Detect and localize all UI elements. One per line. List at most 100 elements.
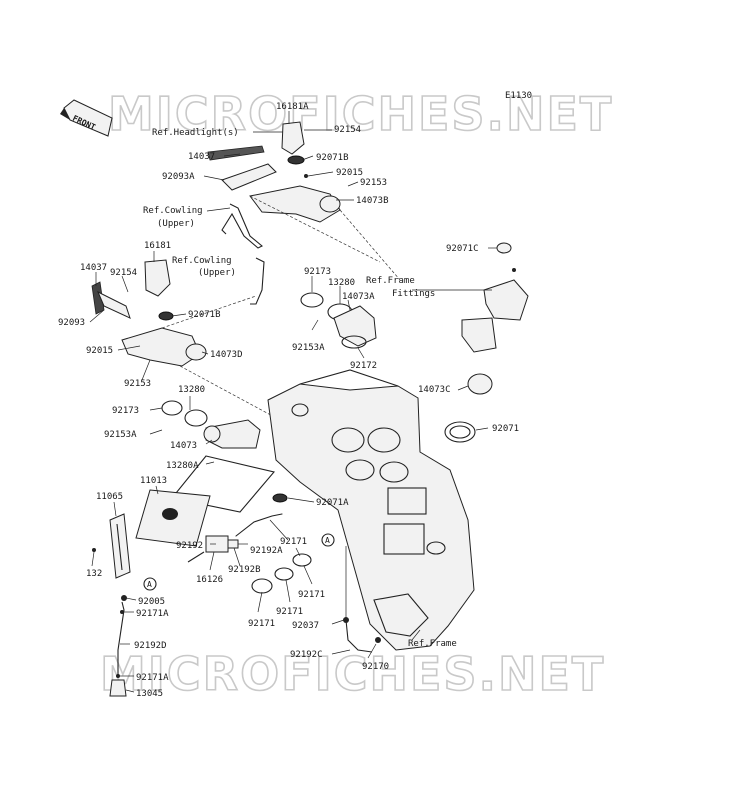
clamp-92171-c — [292, 553, 312, 567]
hoses-clamps — [109, 493, 381, 697]
part-92192A-shape — [235, 513, 283, 537]
part-label: 92171 — [280, 537, 307, 547]
part-label: 16181 — [144, 241, 171, 251]
part-13280-b-shape — [184, 409, 208, 427]
part-11065-shape — [109, 513, 131, 579]
part-label: 14073 — [170, 441, 197, 451]
part-label: 92192C — [290, 650, 323, 660]
part-label: 92171A — [136, 673, 169, 683]
ref-headlight-label: Ref.Headlight(s) — [152, 128, 239, 138]
part-14073D-shape — [121, 327, 201, 367]
part-16181A-shape — [281, 121, 305, 155]
diagram-code: E1130 — [505, 91, 532, 101]
front-arrow-icon: FRONT — [60, 99, 113, 137]
part-label: 92153 — [124, 379, 151, 389]
part-label: 92093A — [162, 172, 195, 182]
cowling-bracket-upper-a — [221, 203, 263, 249]
part-label: 11013 — [140, 476, 167, 486]
part-label: 92015 — [86, 346, 113, 356]
part-14073B-shape — [249, 185, 341, 223]
part-label: 92192A — [250, 546, 283, 556]
callout-marker-a-1: A — [143, 577, 157, 591]
part-14073A-shape — [333, 305, 377, 347]
part-92192D-shape — [117, 601, 125, 676]
part-92071A-shape — [272, 493, 288, 503]
part-label: 92071A — [316, 498, 349, 508]
part-label: 13280 — [178, 385, 205, 395]
watermark-bottom: MICROFICHES.NET — [100, 647, 605, 701]
part-label: 92154 — [334, 125, 361, 135]
part-label: 92171 — [276, 607, 303, 617]
part-label: 92192D — [134, 641, 167, 651]
part-92173-b-shape — [161, 400, 183, 416]
cowling-bracket-upper-b — [250, 257, 265, 305]
part-label: 92173 — [304, 267, 331, 277]
right-frame-fittings — [444, 242, 529, 443]
part-16126-shape — [205, 535, 229, 553]
part-label: 92171A — [136, 609, 169, 619]
airbox-body — [267, 383, 475, 651]
part-16181-shape — [144, 259, 171, 297]
part-label: 92015 — [336, 168, 363, 178]
part-92071B-b-shape — [158, 311, 174, 321]
part-label: 132 — [86, 569, 102, 579]
intake-parts-mid — [161, 292, 377, 449]
part-14037-a-shape — [207, 145, 265, 161]
part-label: 16126 — [196, 575, 223, 585]
part-label: 92153A — [292, 343, 325, 353]
part-92071B-a-shape — [287, 155, 305, 165]
part-label: 92170 — [362, 662, 389, 672]
part-label: 92153A — [104, 430, 137, 440]
part-label: 92071 — [492, 424, 519, 434]
part-number-labels: 16181A 92154 14037 92071B 92093A 92015 9… — [58, 102, 519, 699]
ref-cowling-upper-1-line2: (Upper) — [157, 219, 195, 229]
upper-duct-assembly — [207, 121, 401, 281]
part-label: 92171 — [298, 590, 325, 600]
part-92071C-shape — [496, 242, 512, 254]
reference-labels: Ref.Headlight(s) Ref.Cowling (Upper) Ref… — [143, 128, 457, 649]
ref-frame-fittings-line1: Ref.Frame — [366, 276, 415, 286]
ref-frame-label: Ref.Frame — [408, 639, 457, 649]
part-92093-shape — [97, 290, 131, 319]
part-label: 92153 — [360, 178, 387, 188]
part-label: 13280A — [166, 461, 199, 471]
part-13045-shape — [109, 679, 127, 697]
part-label: 92192 — [176, 541, 203, 551]
watermark-top: MICROFICHES.NET — [108, 87, 613, 141]
svg-text:A: A — [325, 536, 330, 545]
part-label: 92093 — [58, 318, 85, 328]
part-label: 11065 — [96, 492, 123, 502]
part-label: 14073A — [342, 292, 375, 302]
leader-lines — [89, 111, 497, 693]
clamp-92171-a — [251, 578, 273, 594]
part-label: 14037 — [188, 152, 215, 162]
part-label: 16181A — [276, 102, 309, 112]
part-label: 14073D — [210, 350, 243, 360]
part-label: 92071B — [316, 153, 349, 163]
part-label: 92037 — [292, 621, 319, 631]
part-label: 92071B — [188, 310, 221, 320]
part-label: 14037 — [80, 263, 107, 273]
frame-fitting-shape — [483, 279, 529, 321]
main-airbox-frame — [267, 369, 475, 651]
part-label: 92154 — [110, 268, 137, 278]
part-13280A-shape — [171, 455, 276, 513]
part-label: 92071C — [446, 244, 479, 254]
part-92071-shape — [444, 421, 476, 443]
ref-cowling-upper-1-line1: Ref.Cowling — [143, 206, 203, 216]
ref-frame-fittings-line2: Fittings — [392, 289, 435, 299]
part-label: 92192B — [228, 565, 261, 575]
ref-cowling-upper-2-line2: (Upper) — [198, 268, 236, 278]
part-label: 92171 — [248, 619, 275, 629]
part-label: 13045 — [136, 689, 163, 699]
part-label: 92005 — [138, 597, 165, 607]
part-92093A-shape — [221, 163, 277, 191]
part-92173-a-shape — [300, 292, 324, 308]
air-filter-assembly — [92, 455, 276, 579]
svg-text:A: A — [147, 580, 152, 589]
callout-marker-a-2: A — [321, 533, 335, 547]
part-label: 14073C — [418, 385, 451, 395]
part-label: 14073B — [356, 196, 389, 206]
part-92192C-shape — [345, 619, 373, 653]
